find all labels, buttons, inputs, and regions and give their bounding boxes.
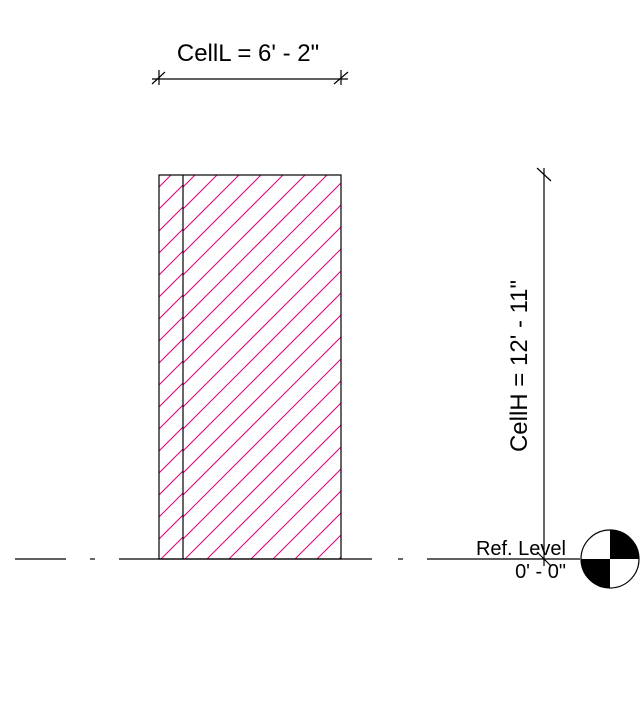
hatch-line xyxy=(0,175,17,559)
hatch-line xyxy=(183,292,341,452)
hatch-line xyxy=(183,175,262,254)
hatch-line xyxy=(250,468,341,559)
hatch-line xyxy=(0,175,127,559)
hatch-line xyxy=(0,175,105,559)
hatch-line xyxy=(0,175,129,559)
hatch-line xyxy=(159,272,183,298)
hatch-line xyxy=(183,314,341,474)
hatch-line xyxy=(183,175,284,276)
hatch-line xyxy=(0,175,83,559)
hatch-line xyxy=(160,536,183,559)
hatch-line xyxy=(361,175,640,559)
hatch-line xyxy=(0,175,107,559)
hatch-line xyxy=(159,492,183,518)
hatch-line xyxy=(0,175,39,559)
hatch-line xyxy=(183,380,341,540)
hatch-line xyxy=(272,490,341,559)
wall-layer-hatch-wide xyxy=(0,175,640,559)
hatch-line xyxy=(159,338,183,364)
hatch-line xyxy=(0,175,149,559)
hatch-line xyxy=(183,226,341,386)
hatch-line xyxy=(183,248,341,408)
wall-layer-hatch-narrow xyxy=(0,175,183,559)
hatch-line xyxy=(0,175,41,559)
level-head-symbol-icon[interactable] xyxy=(580,529,640,589)
hatch-line xyxy=(183,358,341,518)
hatch-line xyxy=(0,175,63,559)
hatch-line xyxy=(0,175,61,559)
width-dimension[interactable] xyxy=(151,70,349,85)
hatch-line xyxy=(183,175,196,188)
hatch-line xyxy=(183,175,306,298)
hatch-line xyxy=(316,534,341,559)
hatch-line xyxy=(183,182,341,342)
hatch-line xyxy=(159,228,183,254)
hatch-line xyxy=(183,175,328,320)
hatch-line xyxy=(0,175,173,559)
hatch-line xyxy=(159,175,172,188)
level-elevation-label: 0' - 0" xyxy=(515,561,566,583)
hatch-line xyxy=(0,175,19,559)
hatch-line xyxy=(228,446,341,559)
hatch-line xyxy=(159,294,183,320)
level-name-label: Ref. Level xyxy=(476,538,566,560)
height-dimension[interactable] xyxy=(536,167,552,567)
hatch-line xyxy=(206,424,341,559)
width-dimension-label: CellL = 6' - 2" xyxy=(177,40,319,67)
hatch-line xyxy=(338,556,341,559)
hatch-line xyxy=(159,360,183,386)
hatch-line xyxy=(0,175,85,559)
hatch-line xyxy=(0,175,151,559)
hatch-line xyxy=(183,204,341,364)
hatch-line xyxy=(183,270,341,430)
height-dimension-label: CellH = 12' - 11" xyxy=(506,280,533,452)
hatch-line xyxy=(294,512,341,559)
hatch-line xyxy=(159,184,183,210)
hatch-line xyxy=(183,175,218,210)
hatch-line xyxy=(159,316,183,342)
hatch-line xyxy=(184,402,341,559)
hatch-line xyxy=(183,336,341,496)
